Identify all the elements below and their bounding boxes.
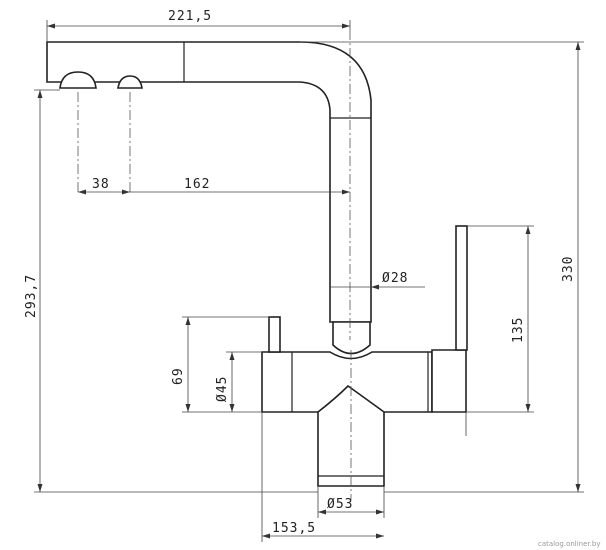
dim-body-height: 69	[171, 367, 186, 385]
dim-lever-height: 135	[511, 317, 526, 343]
dim-base-diameter: Ø53	[327, 497, 353, 512]
dimension-lines	[34, 20, 584, 542]
dim-outlet-offset: 38	[92, 177, 110, 192]
centerlines	[77, 30, 352, 500]
dim-spout-reach: 221,5	[168, 9, 212, 24]
dim-total-height: 330	[561, 256, 576, 282]
dim-body-diameter: Ø45	[215, 376, 230, 402]
dim-body-width: 153,5	[272, 521, 316, 536]
dim-outlet-to-body: 162	[184, 177, 210, 192]
dimension-arrows	[37, 23, 581, 539]
faucet-outline	[46, 41, 468, 487]
watermark: catalog.onliner.by	[538, 540, 600, 548]
dim-spout-height: 293,7	[24, 274, 39, 318]
dim-spout-diameter: Ø28	[382, 271, 408, 286]
